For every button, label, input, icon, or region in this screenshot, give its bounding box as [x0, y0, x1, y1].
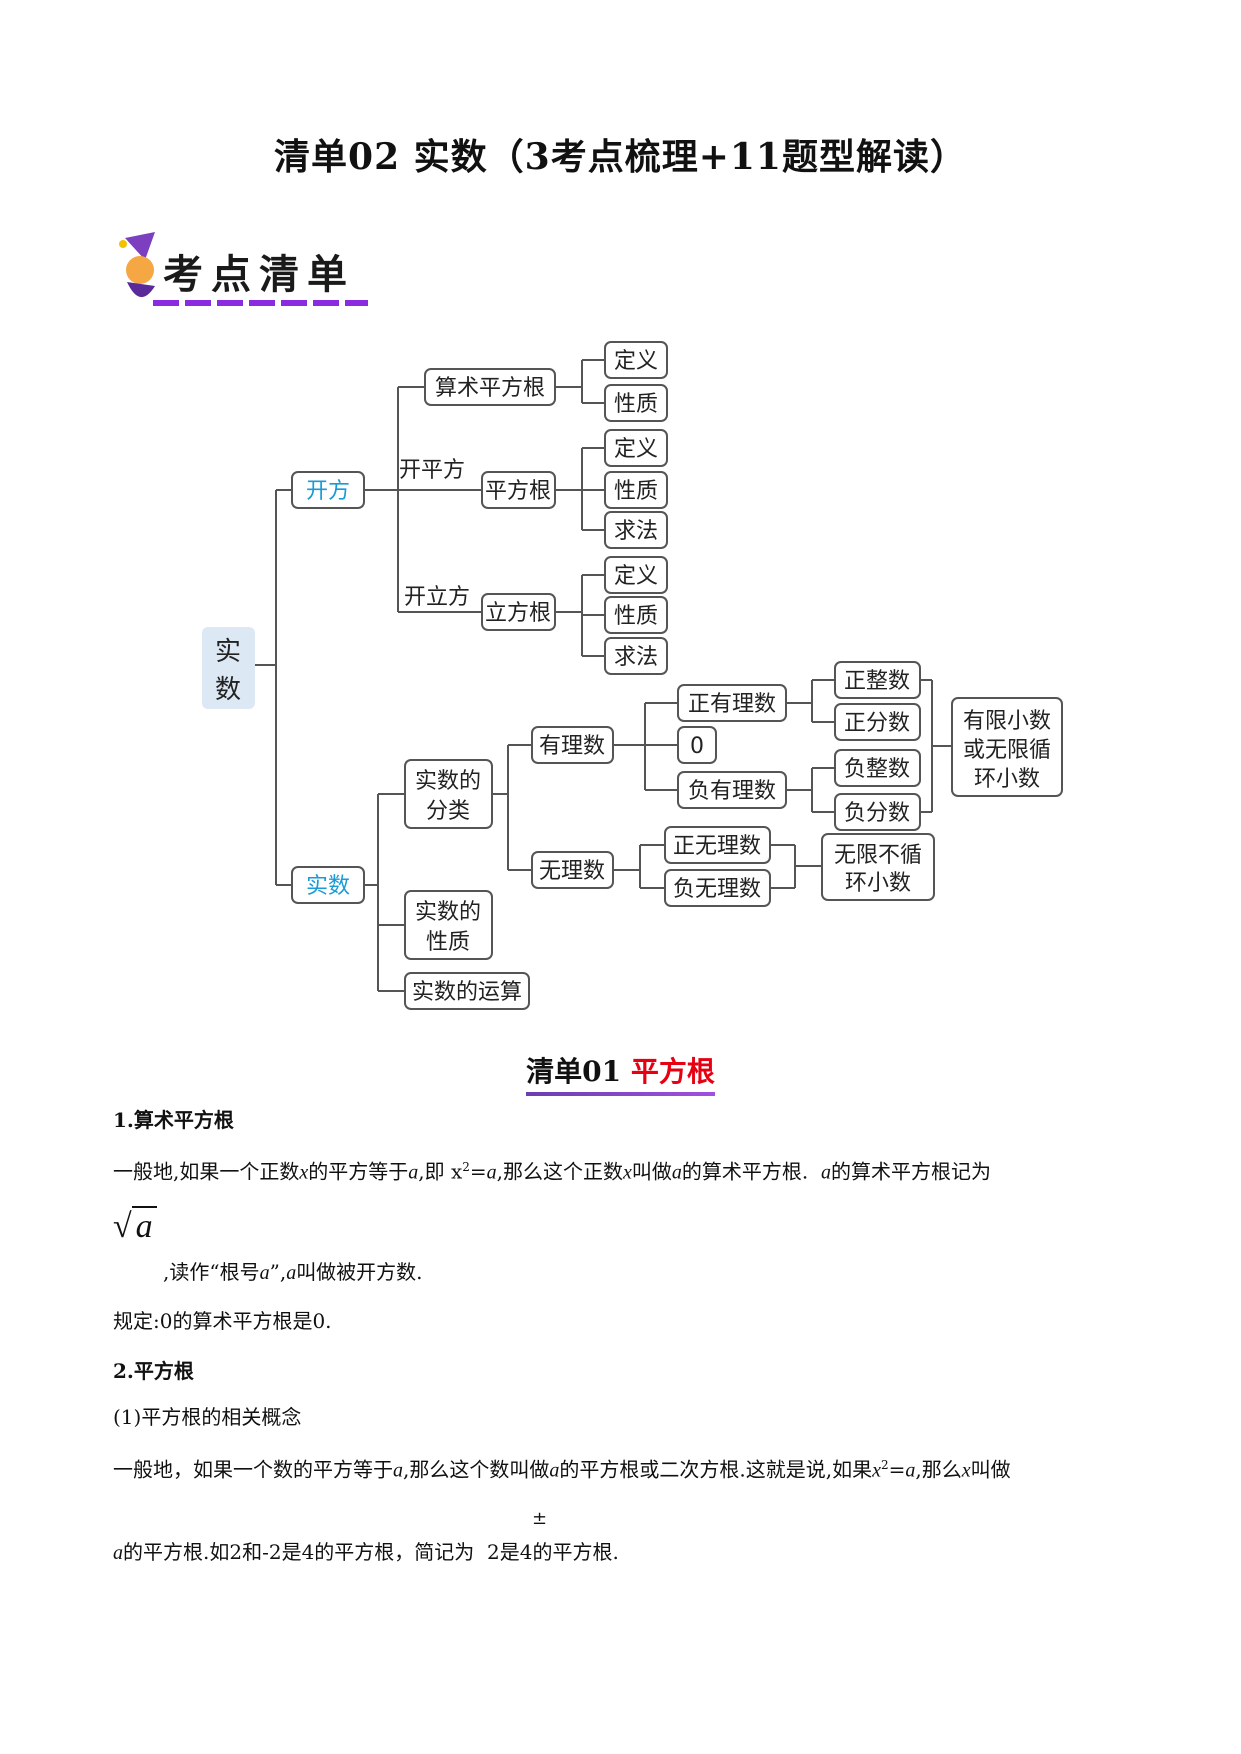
node-youxian-l2: 或无限循 — [963, 738, 1051, 763]
node-root-line1: 实 — [215, 637, 241, 667]
wizard-mascot-icon — [119, 232, 155, 298]
node-qiufa-2: 求法 — [614, 645, 658, 670]
heading-2: 2.平方根 — [113, 1359, 194, 1383]
node-kaifang: 开方 — [306, 479, 350, 504]
node-fufenshu: 负分数 — [844, 801, 910, 826]
node-wulishu: 无理数 — [539, 859, 605, 884]
paragraph-3: 规定:0的算术平方根是0. — [113, 1309, 332, 1333]
node-xingzhi2-l2: 性质 — [426, 930, 470, 955]
node-dingyi-3: 定义 — [614, 564, 658, 589]
node-wuxian-l1: 无限不循 — [834, 843, 922, 868]
node-fuzhengshu: 负整数 — [844, 757, 910, 782]
node-youxian-l3: 环小数 — [974, 767, 1040, 792]
node-shishu: 实数 — [306, 874, 350, 899]
node-zhengwuli: 正无理数 — [673, 834, 761, 859]
node-fuyouli: 负有理数 — [688, 779, 776, 804]
kaodian-banner: 考点清单 — [113, 230, 378, 315]
node-yunsuan: 实数的运算 — [412, 980, 522, 1005]
node-zhengzhengshu: 正整数 — [844, 669, 910, 694]
node-fuwuli: 负无理数 — [673, 877, 761, 902]
section-prefix: 清单01 — [526, 1055, 622, 1088]
paragraph-1: 一般地,如果一个正数x的平方等于a,即 x2=a,那么这个正数x叫做a的算术平方… — [113, 1159, 991, 1184]
node-dingyi-1: 定义 — [614, 349, 658, 374]
sqrt-a-formula: √a — [113, 1206, 157, 1246]
label-kailifang: 开立方 — [404, 585, 470, 610]
node-xingzhi2-l1: 实数的 — [415, 900, 481, 925]
banner-underline — [153, 300, 368, 306]
concept-map: 实 开方 实数 开平方 开立方 算术平方根 平方根 立方根 定义 性质 定义 性… — [202, 341, 1063, 1010]
section-name: 平方根 — [630, 1055, 715, 1088]
node-youxian-l1: 有限小数 — [963, 709, 1051, 734]
node-root — [202, 627, 255, 709]
node-youlishu: 有理数 — [539, 734, 605, 759]
paragraph-4: (1)平方根的相关概念 — [113, 1405, 302, 1429]
node-zero: 0 — [690, 734, 704, 759]
node-qiufa-1: 求法 — [614, 519, 658, 544]
node-fenlei-l2: 分类 — [426, 799, 470, 824]
heading-1: 1.算术平方根 — [113, 1108, 234, 1132]
node-root-line2: 数 — [215, 675, 241, 705]
node-xingzhi-2: 性质 — [614, 479, 658, 504]
paragraph-6: a的平方根.如2和-2是4的平方根，简记为 2是4的平方根. — [113, 1540, 619, 1564]
node-zhengyouli: 正有理数 — [688, 692, 776, 717]
node-pingfanggen: 平方根 — [485, 479, 551, 504]
node-dingyi-2: 定义 — [614, 437, 658, 462]
paragraph-5: 一般地，如果一个数的平方等于a,那么这个数叫做a的平方根或二次方根.这就是说,如… — [113, 1457, 1011, 1482]
node-fenlei-l1: 实数的 — [415, 769, 481, 794]
node-lifanggen: 立方根 — [485, 601, 551, 626]
node-wuxian-l2: 环小数 — [845, 871, 911, 896]
page-title: 清单02 实数（3考点梳理+11题型解读） — [274, 136, 967, 178]
label-kaipingfang: 开平方 — [399, 458, 465, 483]
plus-minus-sign: ± — [532, 1508, 548, 1529]
section-heading: 清单01 平方根 — [0, 1050, 1241, 1096]
section-underline — [526, 1092, 715, 1096]
node-xingzhi-3: 性质 — [614, 604, 658, 629]
paragraph-2: ,读作“根号a”,a叫做被开方数. — [163, 1260, 423, 1284]
node-zhengfenshu: 正分数 — [844, 711, 910, 736]
node-suanshu: 算术平方根 — [435, 376, 545, 401]
node-xingzhi-1: 性质 — [614, 392, 658, 417]
banner-title: 考点清单 — [163, 252, 355, 298]
